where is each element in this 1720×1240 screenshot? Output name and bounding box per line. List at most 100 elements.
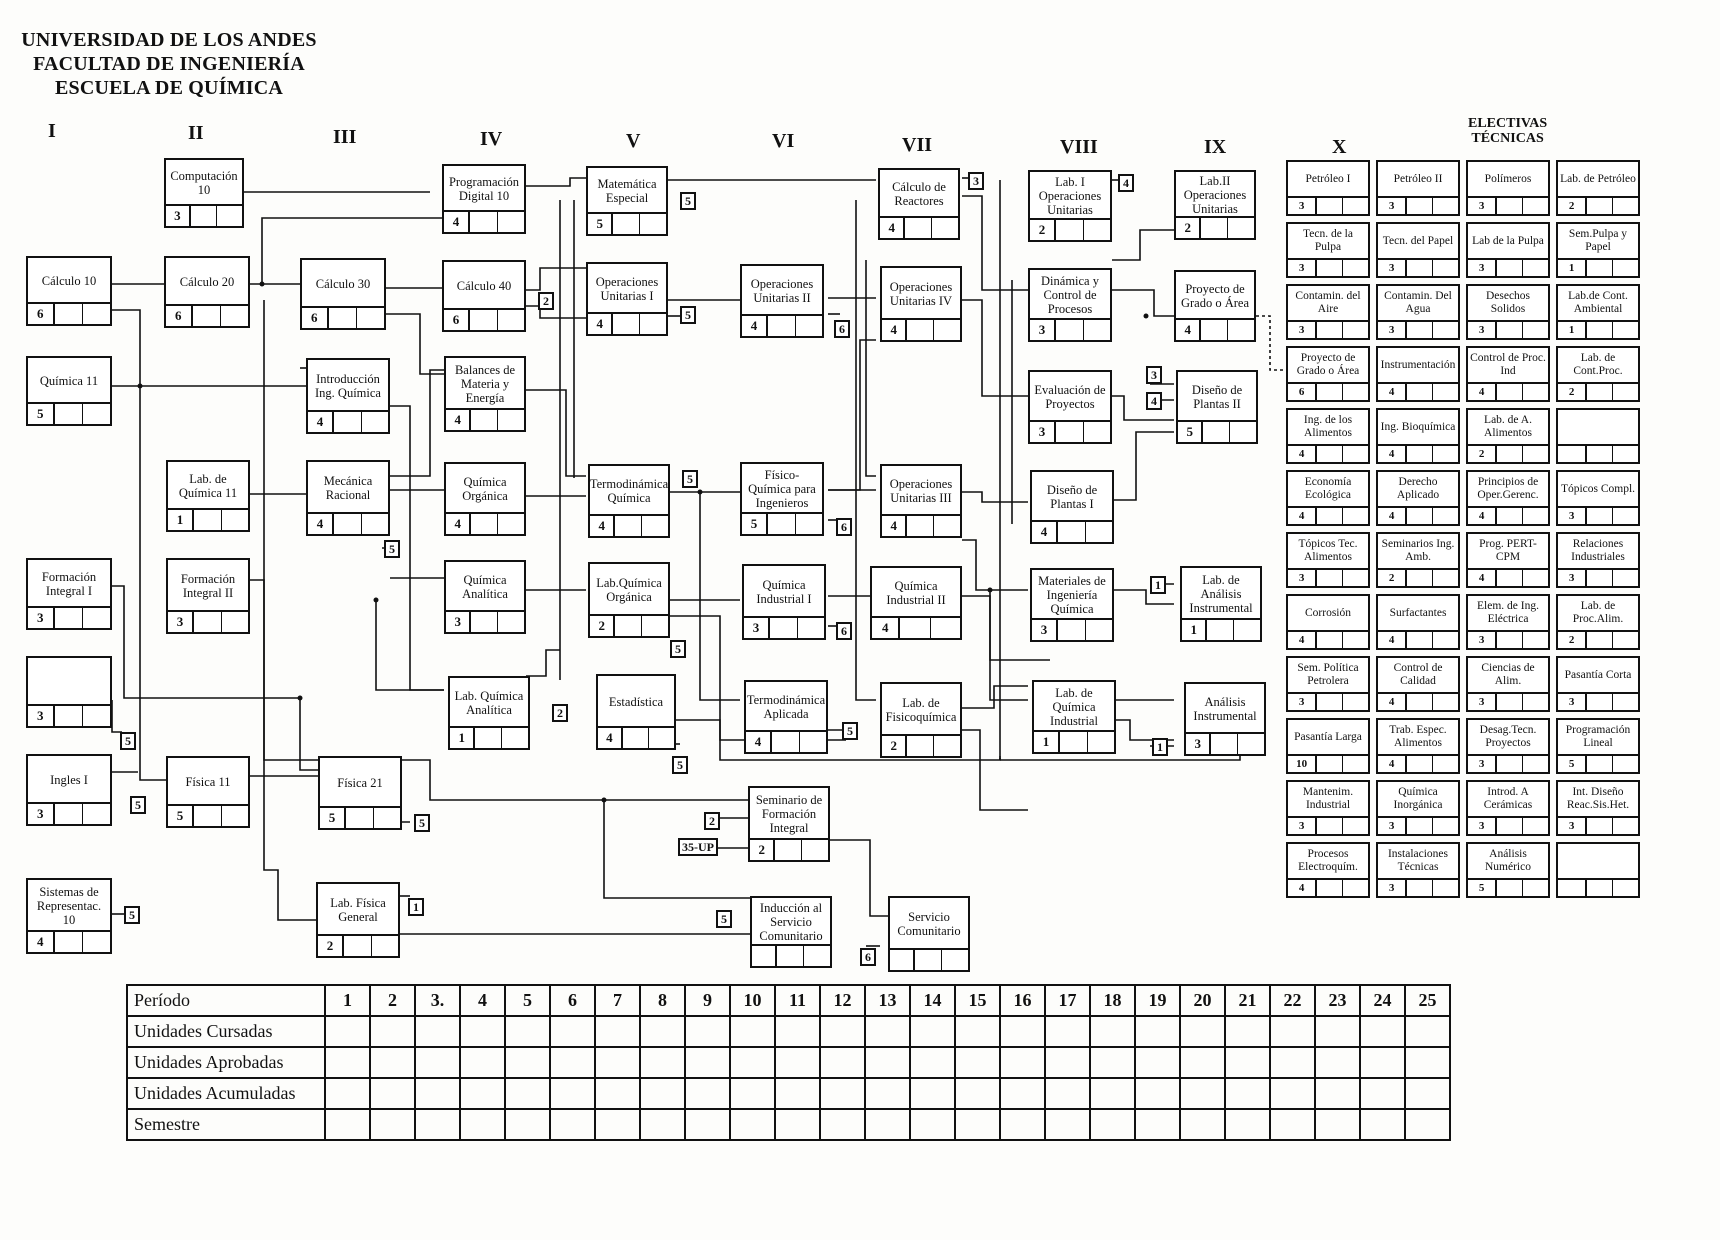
- record-cell[interactable]: [774, 1015, 821, 1048]
- record-cell[interactable]: [324, 1046, 371, 1079]
- record-cell[interactable]: [864, 1108, 911, 1141]
- record-cell[interactable]: [459, 1046, 506, 1079]
- record-cell[interactable]: [1089, 1046, 1136, 1079]
- record-cell[interactable]: [369, 1015, 416, 1048]
- record-cell[interactable]: [324, 1077, 371, 1110]
- record-cell[interactable]: [999, 1108, 1046, 1141]
- record-cell[interactable]: [549, 1046, 596, 1079]
- record-cell[interactable]: [1179, 1015, 1226, 1048]
- record-cell[interactable]: [639, 1077, 686, 1110]
- record-cell[interactable]: [1314, 1015, 1361, 1048]
- record-cell[interactable]: [1089, 1015, 1136, 1048]
- record-cell[interactable]: [954, 1077, 1001, 1110]
- record-cell[interactable]: [639, 1046, 686, 1079]
- record-cell[interactable]: [1404, 1015, 1451, 1048]
- record-cell[interactable]: [774, 1046, 821, 1079]
- record-cell[interactable]: [684, 1077, 731, 1110]
- record-cell[interactable]: [954, 1015, 1001, 1048]
- record-cell[interactable]: [864, 1077, 911, 1110]
- record-cell[interactable]: [729, 1015, 776, 1048]
- record-cell[interactable]: [819, 1077, 866, 1110]
- record-cell[interactable]: [414, 1077, 461, 1110]
- record-cell[interactable]: [639, 1015, 686, 1048]
- record-cell[interactable]: [324, 1015, 371, 1048]
- record-cell[interactable]: [549, 1077, 596, 1110]
- record-cell[interactable]: [1179, 1046, 1226, 1079]
- record-cell[interactable]: [1134, 1046, 1181, 1079]
- record-cell[interactable]: [1134, 1108, 1181, 1141]
- record-cell[interactable]: [864, 1015, 911, 1048]
- record-cell[interactable]: [684, 1108, 731, 1141]
- record-cell[interactable]: [909, 1046, 956, 1079]
- record-cell[interactable]: [594, 1108, 641, 1141]
- record-cell[interactable]: [1044, 1046, 1091, 1079]
- record-cell[interactable]: [729, 1077, 776, 1110]
- record-cell[interactable]: [1224, 1015, 1271, 1048]
- record-cell[interactable]: [684, 1046, 731, 1079]
- record-cell[interactable]: [864, 1046, 911, 1079]
- record-cell[interactable]: [999, 1046, 1046, 1079]
- record-cell[interactable]: [459, 1015, 506, 1048]
- record-cell[interactable]: [549, 1108, 596, 1141]
- record-cell[interactable]: [1359, 1015, 1406, 1048]
- record-cell[interactable]: [909, 1108, 956, 1141]
- record-cell[interactable]: [1044, 1015, 1091, 1048]
- record-cell[interactable]: [639, 1108, 686, 1141]
- record-cell[interactable]: [504, 1015, 551, 1048]
- record-cell[interactable]: [774, 1077, 821, 1110]
- record-cell[interactable]: [1314, 1077, 1361, 1110]
- record-cell[interactable]: [414, 1046, 461, 1079]
- record-cell[interactable]: [504, 1108, 551, 1141]
- record-cell[interactable]: [1224, 1077, 1271, 1110]
- record-cell[interactable]: [774, 1108, 821, 1141]
- record-cell[interactable]: [954, 1046, 1001, 1079]
- record-cell[interactable]: [1134, 1015, 1181, 1048]
- record-cell[interactable]: [729, 1108, 776, 1141]
- record-cell[interactable]: [1224, 1046, 1271, 1079]
- record-cell[interactable]: [594, 1046, 641, 1079]
- record-cell[interactable]: [414, 1108, 461, 1141]
- record-cell[interactable]: [369, 1046, 416, 1079]
- record-cell[interactable]: [1359, 1108, 1406, 1141]
- record-cell[interactable]: [729, 1046, 776, 1079]
- record-cell[interactable]: [1359, 1077, 1406, 1110]
- record-cell[interactable]: [1269, 1015, 1316, 1048]
- record-cell[interactable]: [1134, 1077, 1181, 1110]
- record-cell[interactable]: [1179, 1108, 1226, 1141]
- record-cell[interactable]: [459, 1077, 506, 1110]
- record-cell[interactable]: [504, 1046, 551, 1079]
- record-cell[interactable]: [819, 1108, 866, 1141]
- record-cell[interactable]: [999, 1015, 1046, 1048]
- record-cell[interactable]: [684, 1015, 731, 1048]
- record-cell[interactable]: [1089, 1077, 1136, 1110]
- record-cell[interactable]: [1269, 1077, 1316, 1110]
- record-cell[interactable]: [369, 1077, 416, 1110]
- record-cell[interactable]: [1044, 1108, 1091, 1141]
- record-cell[interactable]: [1359, 1046, 1406, 1079]
- record-cell[interactable]: [504, 1077, 551, 1110]
- record-cell[interactable]: [594, 1015, 641, 1048]
- record-cell[interactable]: [1269, 1046, 1316, 1079]
- record-cell[interactable]: [819, 1015, 866, 1048]
- record-cell[interactable]: [1314, 1108, 1361, 1141]
- record-cell[interactable]: [909, 1015, 956, 1048]
- record-cell[interactable]: [549, 1015, 596, 1048]
- record-cell[interactable]: [909, 1077, 956, 1110]
- record-cell[interactable]: [1089, 1108, 1136, 1141]
- record-cell[interactable]: [1224, 1108, 1271, 1141]
- record-cell[interactable]: [999, 1077, 1046, 1110]
- record-cell[interactable]: [414, 1015, 461, 1048]
- record-cell[interactable]: [1404, 1108, 1451, 1141]
- record-cell[interactable]: [1269, 1108, 1316, 1141]
- record-cell[interactable]: [369, 1108, 416, 1141]
- record-cell[interactable]: [1179, 1077, 1226, 1110]
- record-cell[interactable]: [1404, 1046, 1451, 1079]
- record-cell[interactable]: [1404, 1077, 1451, 1110]
- record-cell[interactable]: [954, 1108, 1001, 1141]
- record-cell[interactable]: [1044, 1077, 1091, 1110]
- record-cell[interactable]: [819, 1046, 866, 1079]
- record-cell[interactable]: [1314, 1046, 1361, 1079]
- record-cell[interactable]: [594, 1077, 641, 1110]
- record-cell[interactable]: [324, 1108, 371, 1141]
- record-cell[interactable]: [459, 1108, 506, 1141]
